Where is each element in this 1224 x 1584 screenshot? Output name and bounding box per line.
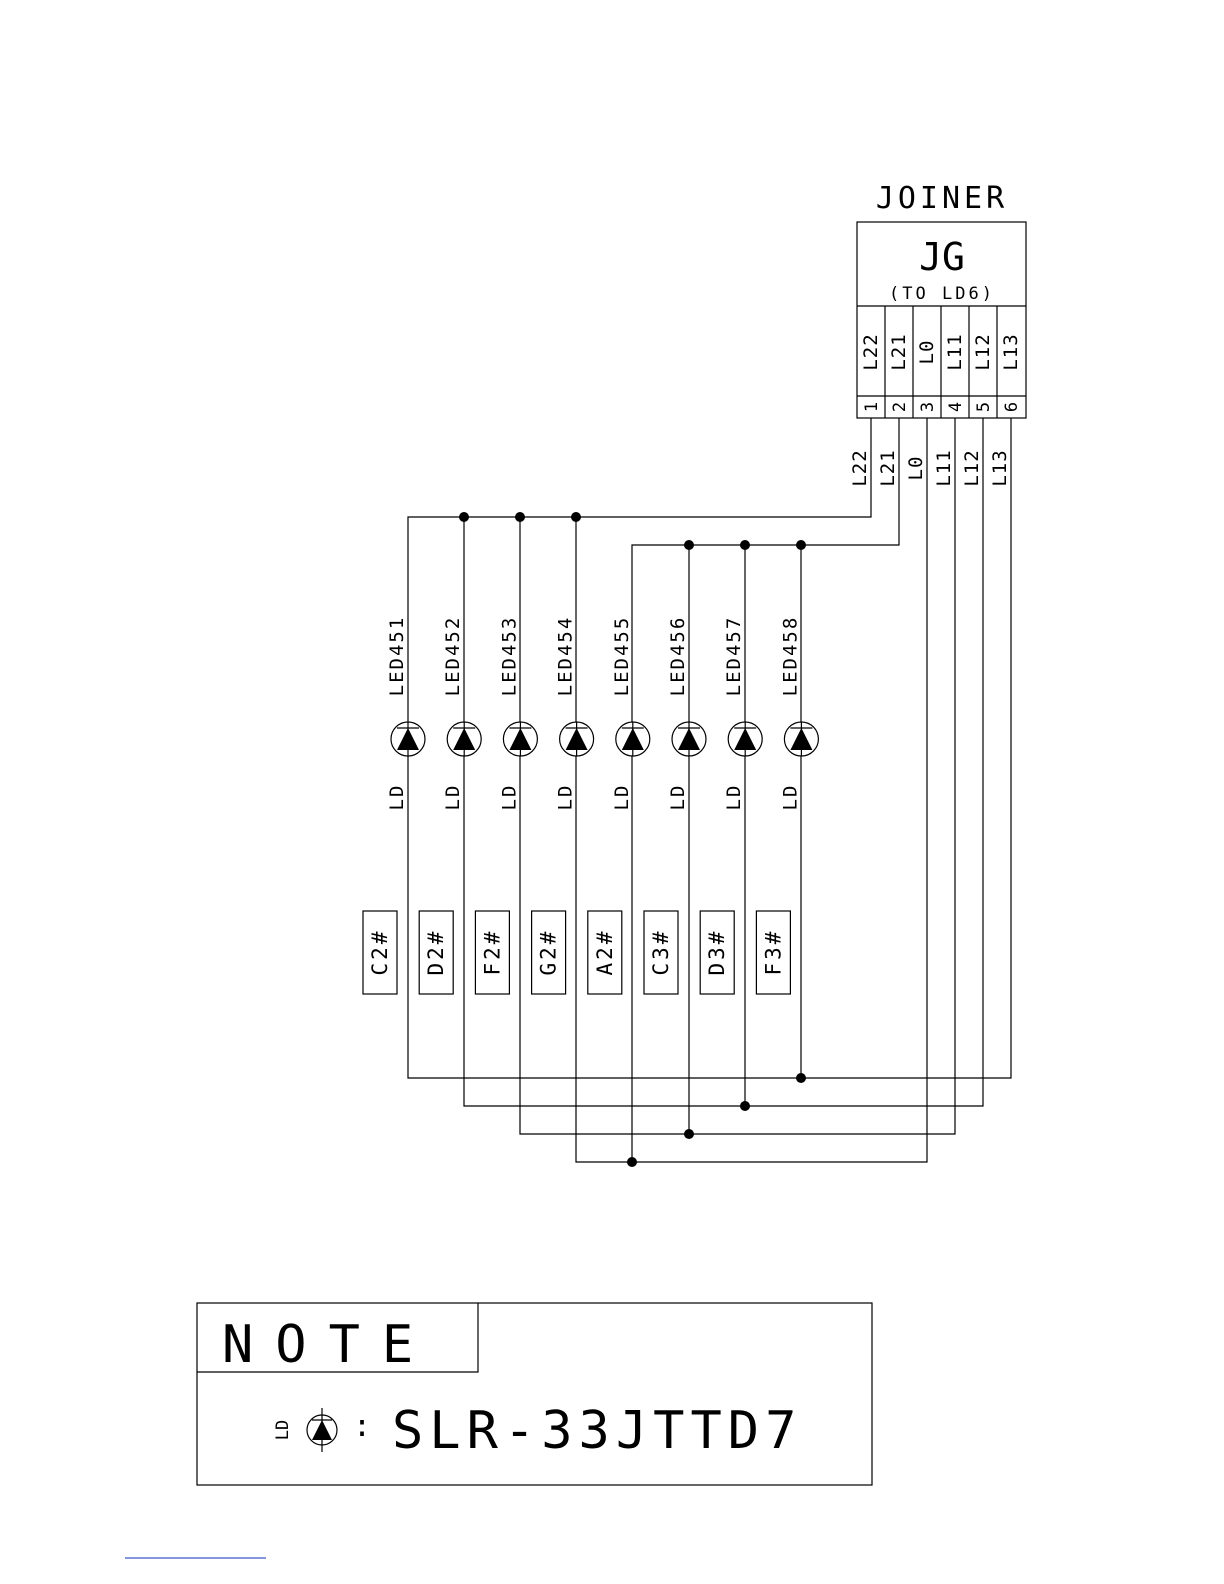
joiner-pin-number: 4 [946, 402, 966, 412]
note-name-label: A2# [593, 929, 617, 976]
wire-label-l13: L13 [989, 449, 1011, 486]
led-ref-label: LED454 [555, 616, 577, 697]
note-name-label: G2# [537, 929, 561, 976]
joiner-pin-number: 5 [974, 402, 994, 412]
led-type-label: LD [498, 784, 520, 811]
svg-text:LD: LD [273, 1420, 293, 1440]
note-name-label: D2# [424, 929, 448, 976]
note-name-label: C3# [649, 929, 673, 976]
joiner-pin-signal: L11 [944, 333, 966, 370]
led-type-label: LD [442, 784, 464, 811]
wire-label-l12: L12 [961, 449, 983, 486]
joiner-heading: JOINER [876, 181, 1008, 216]
wire-label-l0: L0 [905, 456, 927, 481]
led-ref-label: LED458 [779, 616, 801, 697]
note-name-label: C2# [368, 929, 392, 976]
led-ref-label: LED452 [442, 616, 464, 697]
note-name-label: D3# [705, 929, 729, 976]
legend-led-symbol: LD [273, 1408, 337, 1452]
led-ref-label: LED453 [498, 616, 520, 697]
note-name-label: F3# [761, 929, 785, 976]
note-name-label: F2# [480, 929, 504, 976]
led-type-label: LD [667, 784, 689, 811]
part-number: SLR-33JTTD7 [392, 1401, 802, 1461]
led-ref-label: LED451 [386, 616, 408, 697]
led-type-label: LD [611, 784, 633, 811]
joiner-pin-signal: L21 [888, 333, 910, 370]
joiner-pin-signal: L0 [916, 340, 938, 365]
joiner-pin-number: 2 [890, 402, 910, 412]
joiner-pin-number: 1 [862, 402, 882, 412]
led-ref-label: LED456 [667, 616, 689, 697]
legend-separator: : [353, 1409, 371, 1444]
joiner-pin-signal: L13 [1000, 333, 1022, 370]
led-ref-label: LED457 [723, 616, 745, 697]
joiner-pin-number: 3 [918, 402, 938, 412]
joiner-name: JG [919, 235, 965, 279]
joiner-pin-signal: L12 [972, 333, 994, 370]
led-type-label: LD [723, 784, 745, 811]
wire-label-l21: L21 [877, 449, 899, 486]
led-ref-label: LED455 [611, 616, 633, 697]
wire-label-l22: L22 [849, 449, 871, 486]
joiner-subtitle: (TO LD6) [889, 284, 995, 304]
note-heading: NOTE [222, 1315, 435, 1375]
led-type-label: LD [386, 784, 408, 811]
led-type-label: LD [779, 784, 801, 811]
wire-label-l11: L11 [933, 449, 955, 486]
joiner-pin-number: 6 [1002, 402, 1022, 412]
led-type-label: LD [555, 784, 577, 811]
joiner-pin-signal: L22 [860, 333, 882, 370]
